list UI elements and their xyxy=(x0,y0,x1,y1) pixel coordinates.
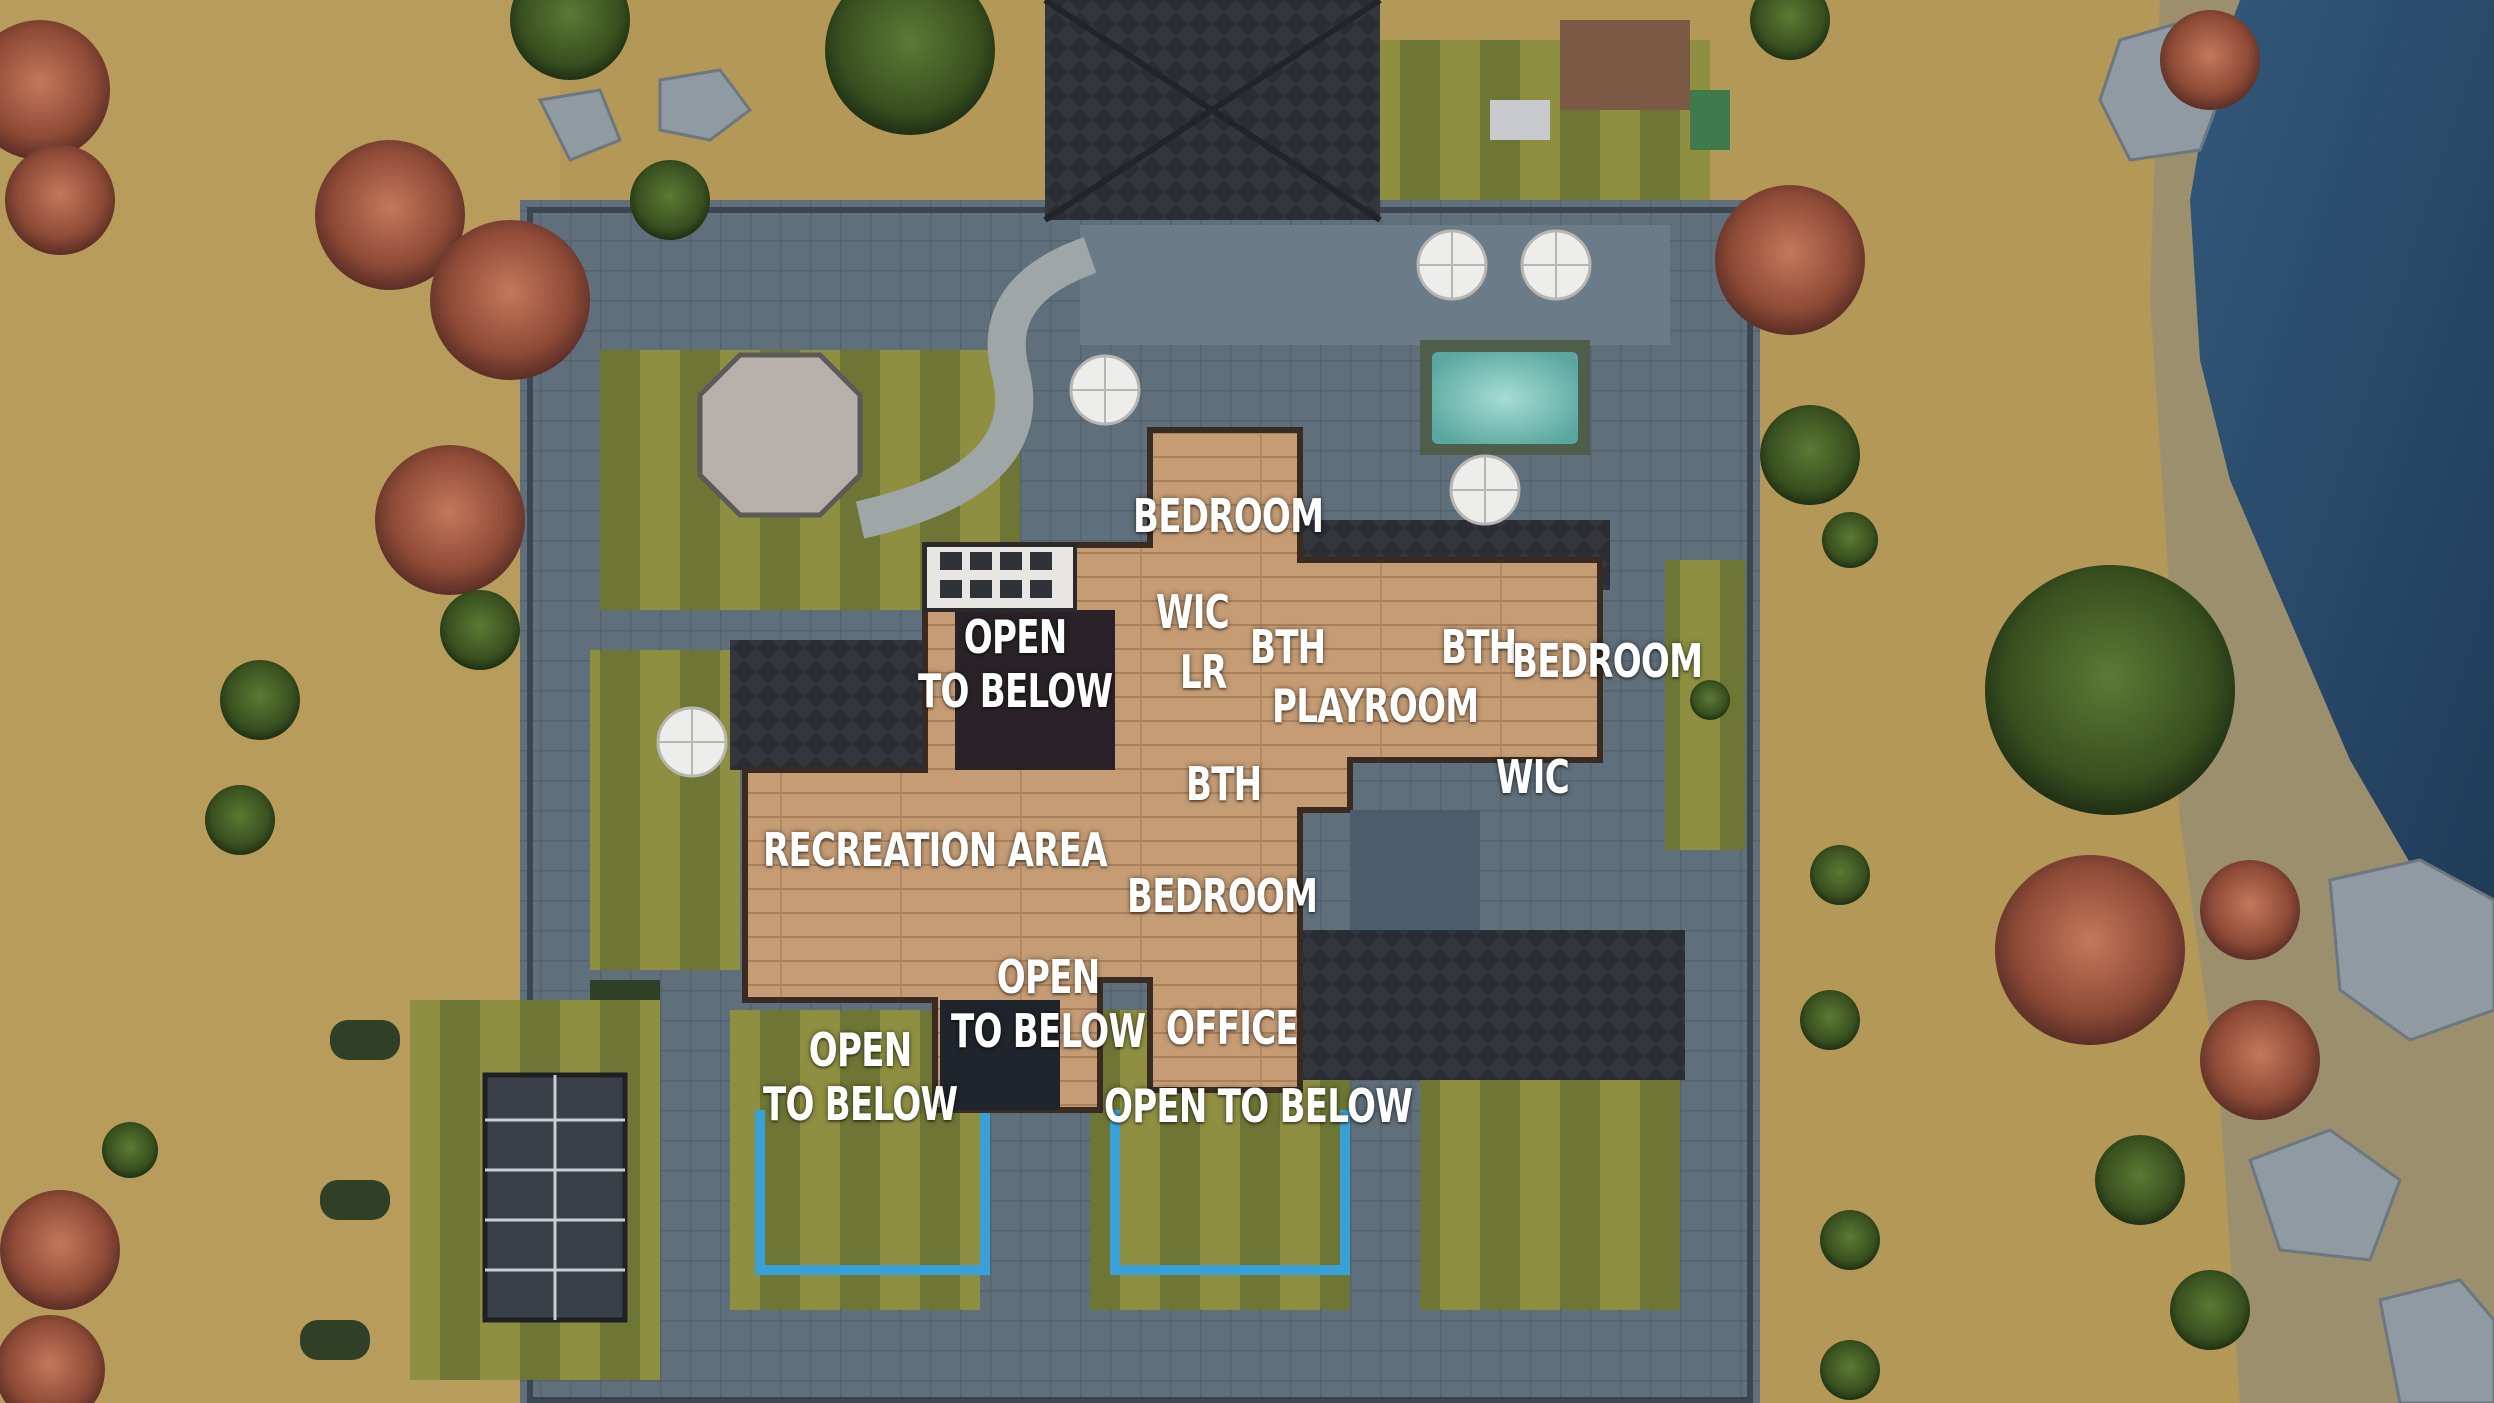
label-open-to-below-center: OPEN TO BELOW xyxy=(951,950,1146,1059)
label-open-upper-line2: TO BELOW xyxy=(918,664,1113,719)
label-wic-top: WIC xyxy=(1156,585,1230,639)
label-lr: LR xyxy=(1180,645,1227,699)
label-bth-middle: BTH xyxy=(1186,757,1262,811)
label-bth-right: BTH xyxy=(1441,620,1517,674)
label-open-to-below-bottom: OPEN TO BELOW xyxy=(1104,1079,1413,1133)
label-open-to-below-lower-left: OPEN TO BELOW xyxy=(763,1023,958,1132)
label-open-center-line1: OPEN xyxy=(996,950,1100,1004)
label-bedroom-right: BEDROOM xyxy=(1512,634,1703,688)
label-open-upper-line1: OPEN xyxy=(963,610,1067,664)
label-open-lower-left-line1: OPEN xyxy=(808,1023,912,1077)
label-bedroom-top: BEDROOM xyxy=(1133,489,1324,543)
label-bth-top: BTH xyxy=(1250,620,1326,674)
label-playroom: PLAYROOM xyxy=(1272,679,1479,733)
label-office: OFFICE xyxy=(1166,1001,1299,1055)
label-wic-right: WIC xyxy=(1496,750,1570,804)
label-open-to-below-upper: OPEN TO BELOW xyxy=(918,610,1113,719)
label-open-center-line2: TO BELOW xyxy=(951,1004,1146,1059)
label-recreation-area: RECREATION AREA xyxy=(763,823,1108,877)
label-bedroom-middle: BEDROOM xyxy=(1127,869,1318,923)
label-open-lower-left-line2: TO BELOW xyxy=(763,1077,958,1132)
